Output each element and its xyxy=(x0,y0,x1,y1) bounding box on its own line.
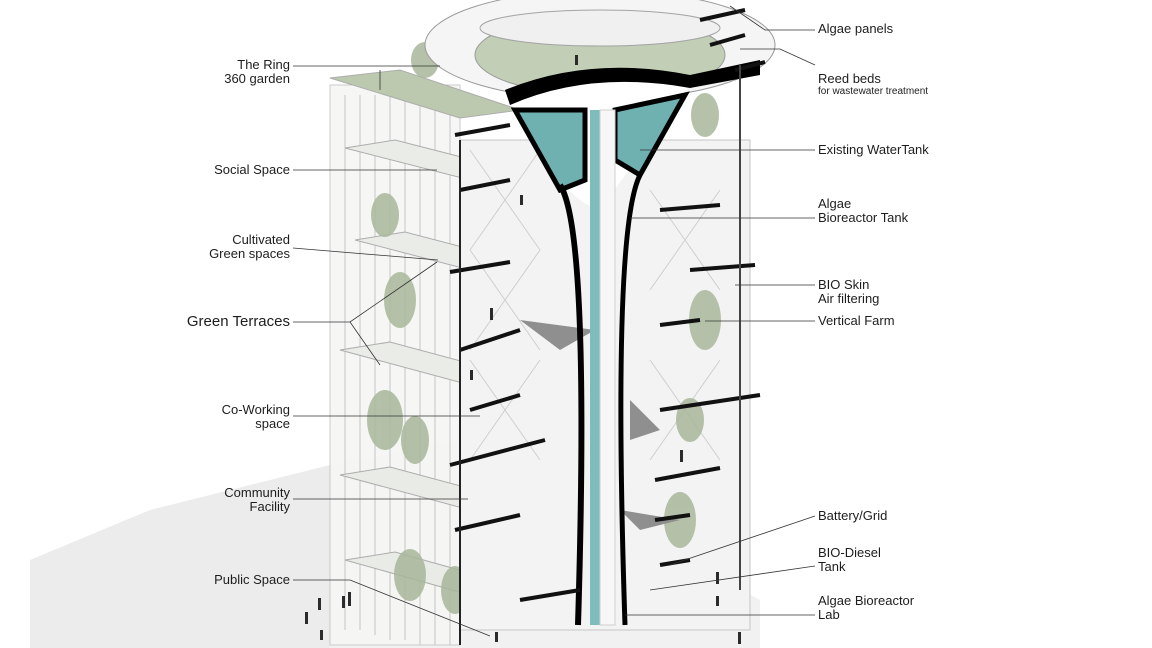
label-algae-bioreactor-lab: Algae Bioreactor Lab xyxy=(818,593,915,622)
label-co-working-space: Co-Working space xyxy=(221,402,290,431)
label-bio-diesel-tank: BIO-Diesel Tank xyxy=(818,545,881,574)
label-reed-beds: Reed beds for wastewater treatment xyxy=(818,58,928,111)
label-vertical-farm: Vertical Farm xyxy=(818,313,895,328)
label-bio-skin: BIO Skin Air filtering xyxy=(818,277,880,306)
label-community-facility: Community Facility xyxy=(224,485,290,514)
people xyxy=(305,55,741,644)
label-algae-panels: Algae panels xyxy=(818,21,894,36)
label-public-space: Public Space xyxy=(214,572,290,587)
leader-lines xyxy=(292,5,816,637)
ground-shadow xyxy=(30,465,330,648)
label-existing-water-tank: Existing WaterTank xyxy=(818,142,929,157)
label-the-ring: The Ring 360 garden xyxy=(224,57,290,86)
slab-edges xyxy=(449,8,766,602)
label-battery-grid: Battery/Grid xyxy=(818,508,888,523)
reed-beds-title: Reed beds xyxy=(818,71,881,86)
reed-beds-subtitle: for wastewater treatment xyxy=(818,86,929,97)
label-algae-bioreactor-tank: Algae Bioreactor Tank xyxy=(818,196,909,225)
label-green-terraces: Green Terraces xyxy=(186,313,290,330)
label-cultivated-green-spaces: Cultivated Green spaces xyxy=(209,232,290,261)
label-social-space: Social Space xyxy=(214,162,290,177)
core-funnel xyxy=(505,60,760,626)
